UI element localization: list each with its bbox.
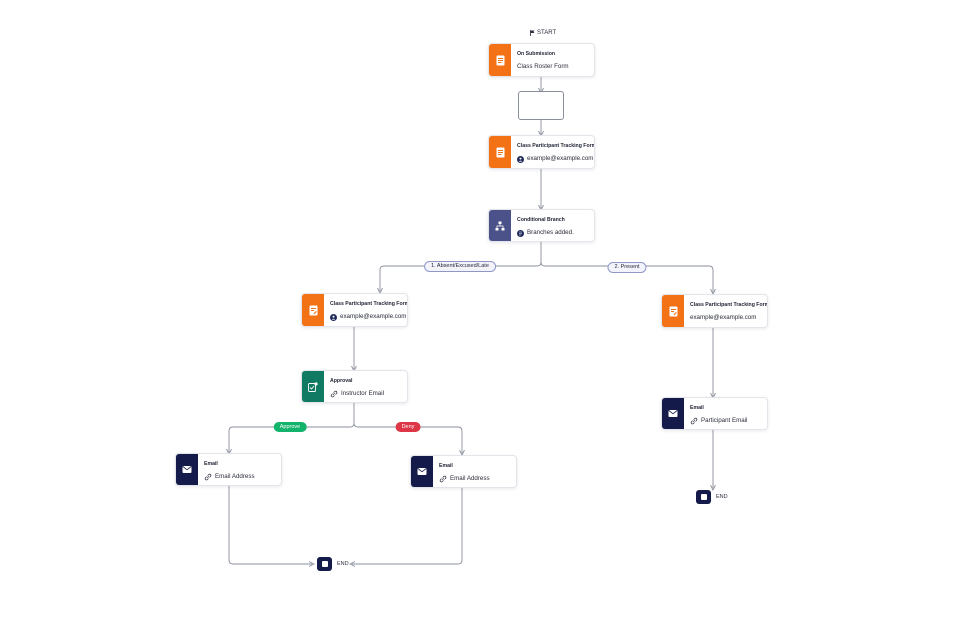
link-icon	[690, 417, 698, 425]
stop-icon	[317, 557, 332, 571]
connector-email-approve-end	[228, 485, 312, 564]
start-label: START	[530, 30, 556, 36]
node-title: Email	[439, 463, 453, 469]
node-subtitle: Instructor Email	[330, 390, 401, 398]
form-icon	[489, 44, 511, 76]
flag-icon	[530, 30, 535, 36]
node-subtitle: example@example.com	[517, 155, 593, 163]
empty-step-placeholder[interactable]	[518, 91, 564, 120]
branch-icon	[489, 210, 511, 241]
node-title: Email	[204, 461, 218, 467]
node-email-deny[interactable]: Email Email Address	[410, 455, 517, 488]
branch-label-present[interactable]: 2. Present	[607, 262, 647, 273]
node-subtitle: Email Address	[204, 473, 275, 481]
end-node-left[interactable]: END	[317, 557, 349, 571]
user-icon	[517, 155, 524, 163]
node-subtitle: Branches added.	[517, 229, 588, 237]
email-icon	[662, 398, 684, 429]
node-subtitle: Participant Email	[690, 417, 761, 425]
stop-icon	[696, 490, 711, 504]
end-node-right[interactable]: END	[696, 490, 728, 504]
deny-label[interactable]: Deny	[395, 422, 421, 432]
connector-branch-right	[540, 261, 713, 292]
node-conditional-branch[interactable]: Conditional Branch Branches added.	[488, 209, 595, 242]
node-approval[interactable]: Approval Instructor Email	[301, 370, 408, 403]
approve-label[interactable]: Approve	[273, 422, 307, 432]
branch-label-absent[interactable]: 1. Absent/Excused/Late	[424, 261, 496, 272]
node-tracking-form-main[interactable]: Class Participant Tracking Form example@…	[488, 135, 595, 169]
link-icon	[439, 475, 447, 483]
link-icon	[204, 473, 212, 481]
node-subtitle: example@example.com	[690, 314, 757, 321]
node-title: Class Participant Tracking Form	[330, 301, 408, 307]
node-subtitle: Class Roster Form	[517, 63, 569, 70]
approval-icon	[302, 371, 324, 402]
node-title: Approval	[330, 378, 353, 384]
user-icon	[330, 313, 337, 321]
node-title: Email	[690, 405, 704, 411]
node-subtitle: example@example.com	[330, 313, 406, 321]
node-email-participant[interactable]: Email Participant Email	[661, 397, 768, 430]
node-title: Class Participant Tracking Form	[690, 302, 768, 308]
node-tracking-form-right[interactable]: Class Participant Tracking Form example@…	[661, 294, 768, 328]
form-icon	[489, 136, 511, 168]
email-icon	[176, 454, 198, 485]
link-icon	[330, 390, 338, 398]
node-tracking-form-left[interactable]: Class Participant Tracking Form example@…	[301, 293, 408, 327]
connector-email-deny-end	[352, 487, 463, 564]
node-subtitle: Email Address	[439, 475, 510, 483]
email-icon	[411, 456, 433, 487]
connector-approval-deny	[353, 422, 462, 453]
node-title: Class Participant Tracking Form	[517, 143, 595, 149]
form-edit-icon	[302, 294, 324, 326]
node-trigger[interactable]: On Submission Class Roster Form	[488, 43, 595, 77]
node-title: Conditional Branch	[517, 217, 565, 223]
branch-count-icon	[517, 229, 524, 237]
form-edit-icon	[662, 295, 684, 327]
node-email-approve[interactable]: Email Email Address	[175, 453, 282, 486]
node-title: On Submission	[517, 51, 556, 57]
